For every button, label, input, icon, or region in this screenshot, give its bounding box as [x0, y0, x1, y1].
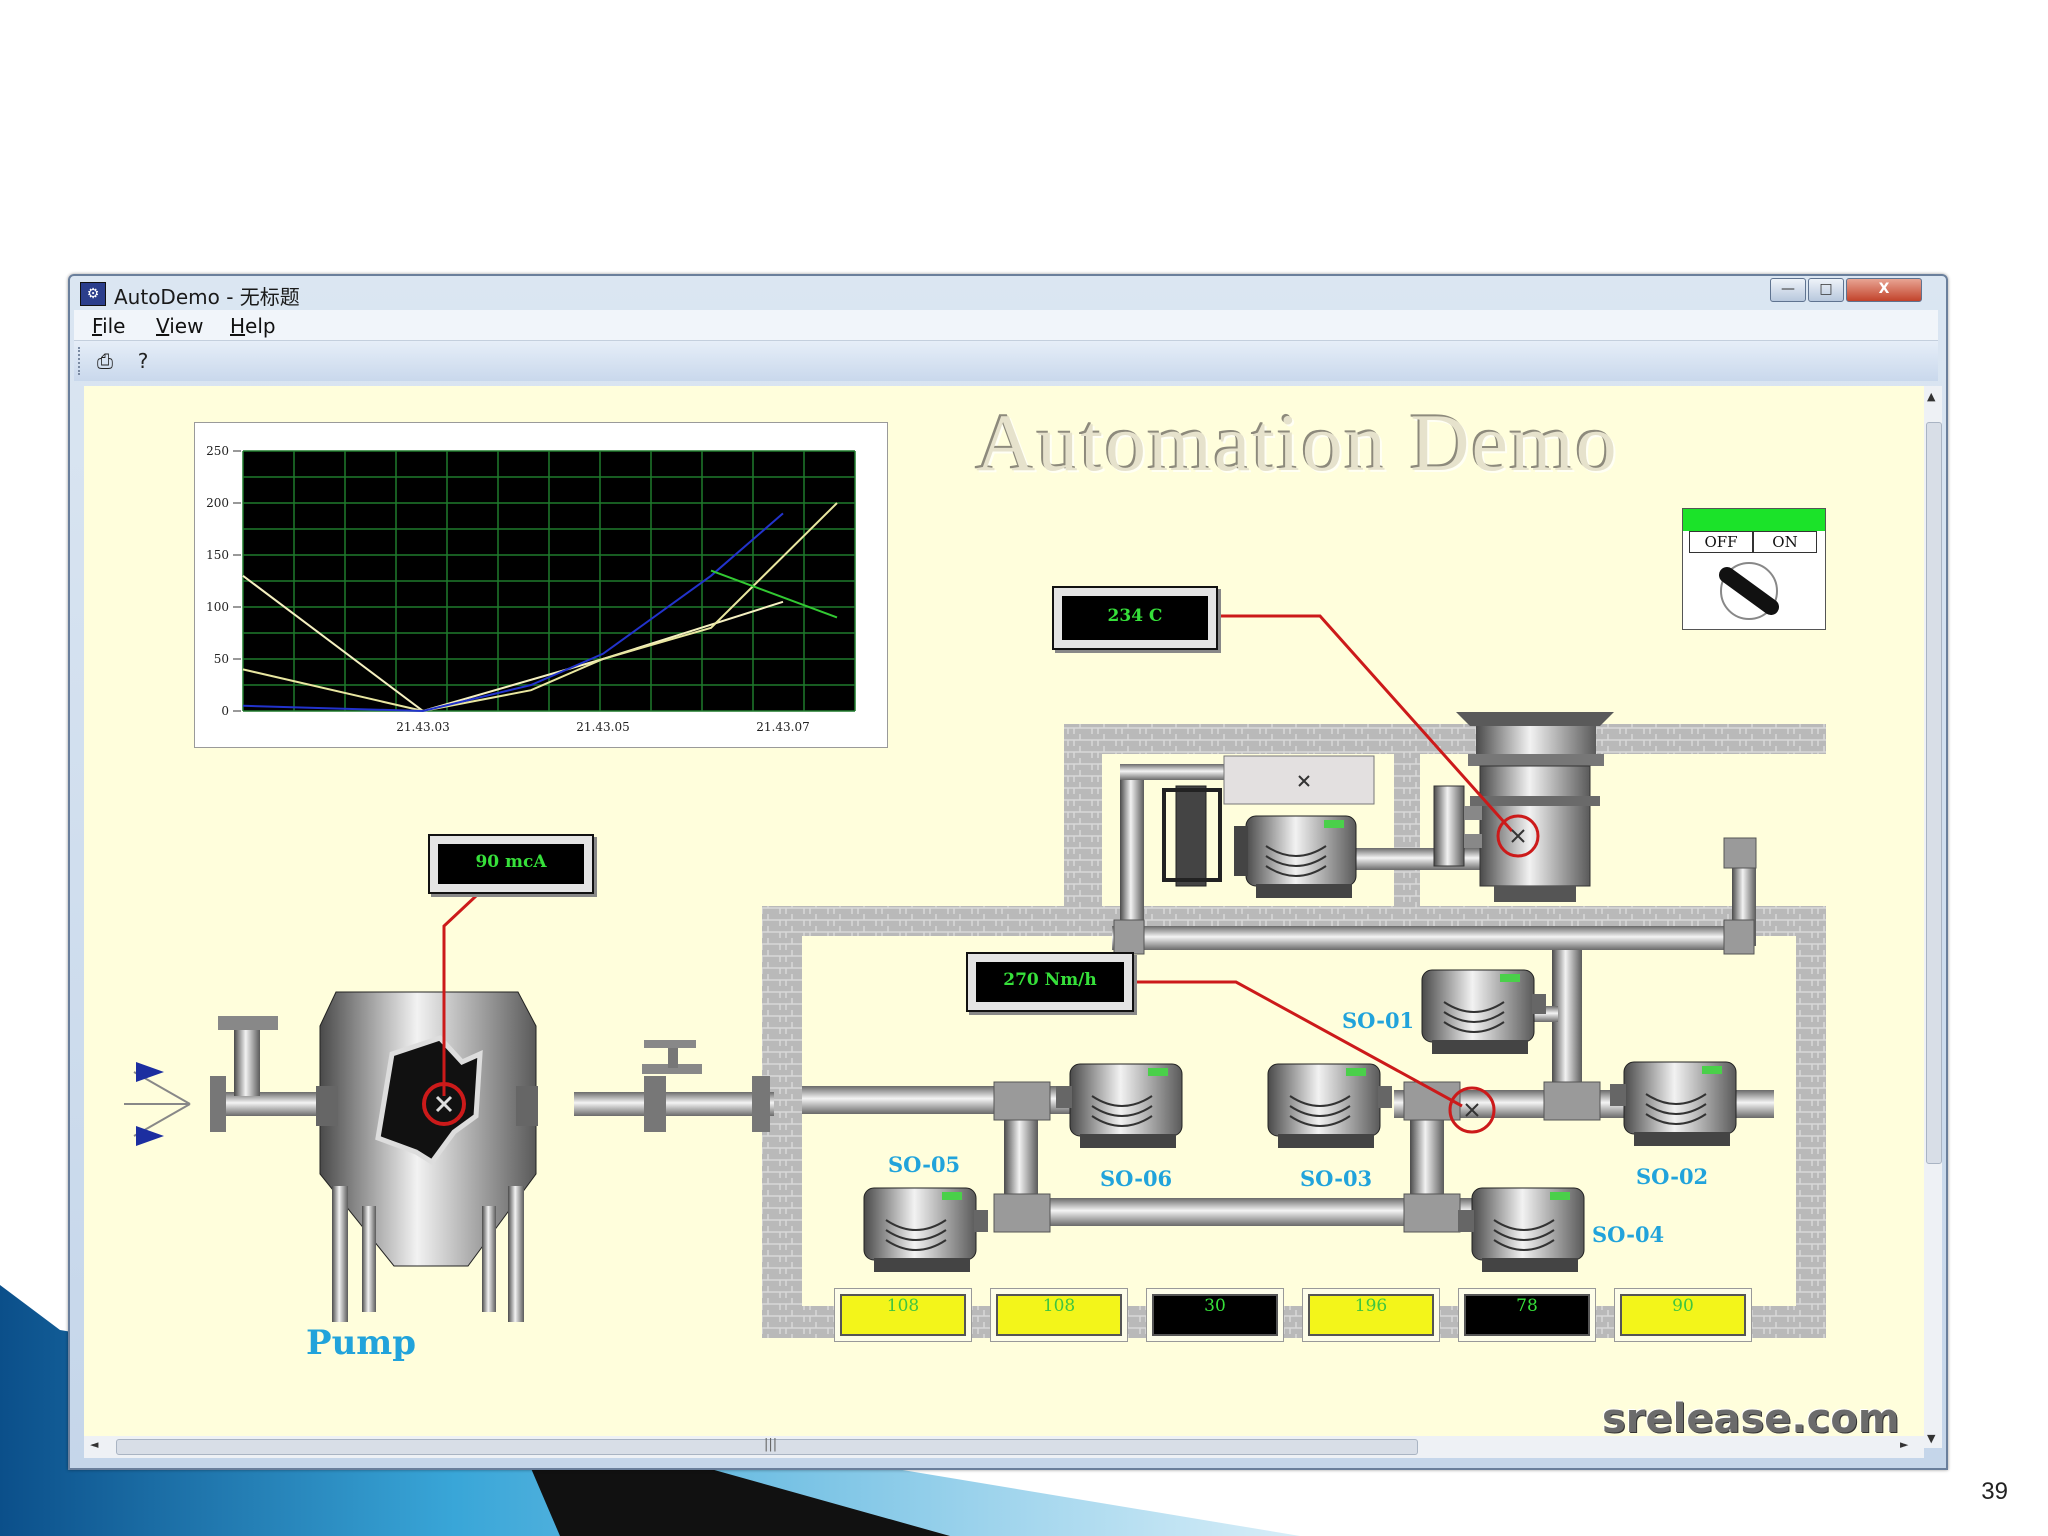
- chart-y-tick-label: 100: [206, 600, 229, 614]
- chart-x-tick-label: 21.43.07: [756, 720, 809, 734]
- sensor-temperature: [1496, 814, 1540, 858]
- chart-y-tick-label: 150: [206, 548, 229, 562]
- print-icon[interactable]: ⎙: [97, 349, 113, 373]
- value-box-value: 78: [1464, 1294, 1590, 1336]
- scroll-right-icon[interactable]: ►: [1900, 1438, 1909, 1451]
- motor-so04: [1458, 1187, 1585, 1272]
- motor-so06: [1056, 1063, 1183, 1148]
- flow-readout: 270 Nm/h: [966, 952, 1134, 1012]
- motor-label-so06: SO-06: [1100, 1166, 1173, 1191]
- motor-so01: [1421, 969, 1546, 1054]
- switch-knob-icon[interactable]: [1713, 559, 1785, 623]
- chart-x-tick-label: 21.43.03: [396, 720, 449, 734]
- value-box-value: 196: [1308, 1294, 1434, 1336]
- motor-label-so02: SO-02: [1636, 1164, 1709, 1189]
- current-value: 90 mcA: [438, 844, 584, 884]
- motor-upper-room: [1234, 815, 1357, 898]
- temperature-readout: 234 C: [1052, 586, 1218, 650]
- vertical-scrollbar[interactable]: ▲ ▼: [1924, 386, 1942, 1448]
- chart-series-line-1: [242, 575, 784, 713]
- maximize-button[interactable]: □: [1808, 278, 1844, 302]
- signal-line-temperature: [1214, 614, 1514, 832]
- value-box-value: 90: [1620, 1294, 1746, 1336]
- motor-so02: [1610, 1061, 1737, 1146]
- vertical-scroll-thumb[interactable]: [1926, 422, 1942, 1164]
- value-box-2: 108: [990, 1288, 1128, 1342]
- pump-window: [375, 1035, 483, 1166]
- signal-line-flow: [1130, 980, 1463, 1108]
- motor-so03: [1267, 1063, 1392, 1148]
- value-box-6: 90: [1614, 1288, 1752, 1342]
- trend-chart: 05010015020025021.43.0321.43.0521.43.072…: [194, 422, 990, 748]
- value-box-value: 108: [840, 1294, 966, 1336]
- chart-series-line-2: [242, 502, 838, 713]
- flow-value: 270 Nm/h: [976, 962, 1124, 1002]
- chart-y-tick-label: 50: [214, 652, 229, 666]
- switch-off-label[interactable]: OFF: [1689, 531, 1753, 553]
- chart-series-line-3: [242, 512, 784, 713]
- toolbar: ⎙ ?: [74, 341, 1938, 381]
- current-readout: 90 mcA: [428, 834, 594, 894]
- scroll-grip-icon: |||: [764, 1437, 778, 1452]
- switch-on-label[interactable]: ON: [1753, 531, 1817, 553]
- value-box-1: 108: [834, 1288, 972, 1342]
- chart-y-tick-label: 250: [206, 444, 229, 458]
- upper-room-right: [1420, 754, 1784, 906]
- value-box-5: 78: [1458, 1288, 1596, 1342]
- help-icon[interactable]: ?: [137, 349, 149, 373]
- horizontal-scroll-thumb[interactable]: [116, 1439, 1418, 1455]
- menu-file[interactable]: File: [92, 314, 126, 338]
- canvas-area: Automation Demo 0 50 100 150 200 250 21.43.03 2…: [84, 386, 1924, 1448]
- value-box-value: 108: [996, 1294, 1122, 1336]
- minimize-button[interactable]: —: [1770, 278, 1806, 302]
- trend-chart-svg: 05010015020025021.43.0321.43.0521.43.072…: [206, 444, 990, 734]
- chart-series-line-4: [710, 569, 838, 619]
- scroll-up-icon[interactable]: ▲: [1927, 390, 1936, 403]
- motor-label-so04: SO-04: [1592, 1222, 1665, 1247]
- slide-number: 39: [1981, 1478, 2008, 1505]
- sensor-current: [422, 1082, 466, 1126]
- headline-title: Automation Demo: [976, 397, 1619, 488]
- app-window: ⚙ AutoDemo - 无标题 — □ X File View Help ⎙ …: [68, 274, 1948, 1470]
- switch-status-led: [1683, 509, 1825, 531]
- chart-y-tick-label: 200: [206, 496, 229, 510]
- motor-label-so05: SO-05: [888, 1152, 961, 1177]
- menu-help[interactable]: Help: [230, 314, 276, 338]
- scroll-down-icon[interactable]: ▼: [1927, 1432, 1936, 1445]
- value-box-4: 196: [1302, 1288, 1440, 1342]
- power-switch[interactable]: OFF ON: [1682, 508, 1826, 630]
- motor-label-so01: SO-01: [1342, 1008, 1415, 1033]
- chart-y-tick-label: 0: [221, 704, 229, 718]
- motor-label-so03: SO-03: [1300, 1166, 1373, 1191]
- value-box-value: 30: [1152, 1294, 1278, 1336]
- window-title: AutoDemo - 无标题: [114, 285, 300, 309]
- sensor-flow: [1448, 1086, 1496, 1134]
- menu-bar: File View Help: [74, 310, 1938, 341]
- chart-x-tick-label: 21.43.05: [576, 720, 629, 734]
- pump-label: Pump: [306, 1323, 417, 1363]
- close-button[interactable]: X: [1846, 278, 1922, 302]
- value-box-3: 30: [1146, 1288, 1284, 1342]
- title-bar[interactable]: ⚙ AutoDemo - 无标题 — □ X: [70, 276, 1946, 310]
- scroll-left-icon[interactable]: ◄: [90, 1438, 99, 1451]
- horizontal-scrollbar[interactable]: ◄ ||| ►: [84, 1436, 1924, 1458]
- temperature-value: 234 C: [1062, 596, 1208, 640]
- menu-view[interactable]: View: [156, 314, 204, 338]
- app-icon: ⚙: [80, 282, 106, 306]
- motor-so05: [863, 1187, 988, 1272]
- toolbar-grip[interactable]: [78, 347, 84, 375]
- watermark: srelease.com: [1602, 1396, 1900, 1442]
